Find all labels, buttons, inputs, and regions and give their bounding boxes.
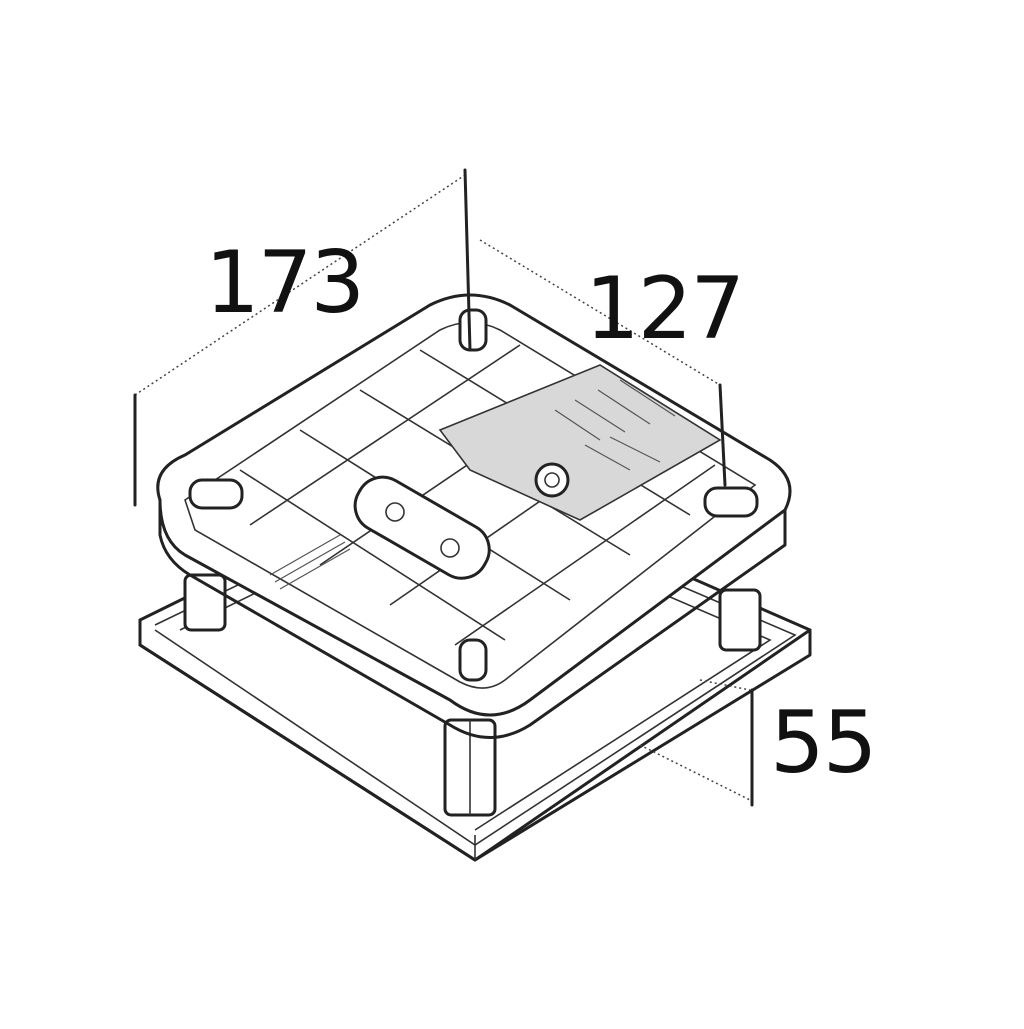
slotted-plate — [438, 364, 722, 521]
corner-bosses — [188, 308, 759, 682]
height-dimension-label: 55 — [770, 693, 877, 793]
depth-dimension-label: 127 — [585, 259, 745, 359]
center-hub — [353, 475, 491, 580]
width-dimension-label: 173 — [205, 233, 365, 333]
dimension-lines — [133, 168, 754, 807]
